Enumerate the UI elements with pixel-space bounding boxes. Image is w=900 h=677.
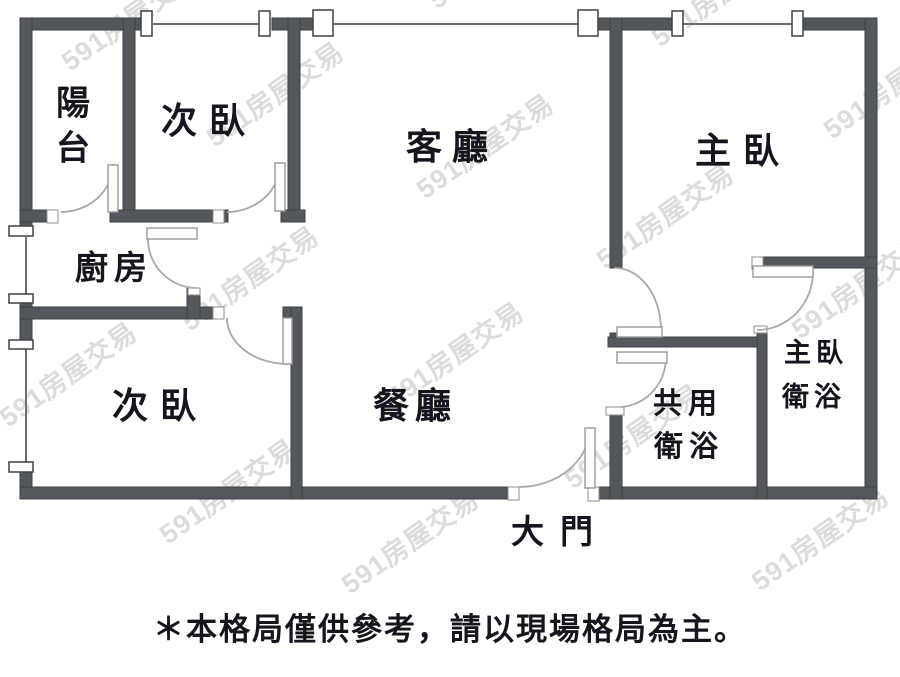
window-icon xyxy=(312,9,334,37)
room-label-shared-bathroom: 共用 xyxy=(653,387,723,420)
window-icon xyxy=(791,10,804,37)
master-bath-door-swing-arc xyxy=(756,271,814,331)
window-icon xyxy=(8,225,34,237)
window-icon xyxy=(8,293,34,304)
window-icon xyxy=(577,9,599,37)
wall-segment xyxy=(19,17,33,228)
wall-segment xyxy=(122,17,136,223)
main-entrance-door-leaf xyxy=(584,427,596,489)
window-icon xyxy=(671,10,684,37)
shared-bath-door-swing-arc xyxy=(620,357,667,408)
kitchen-door-swing-arc xyxy=(147,238,197,289)
bedroom-top-door-leaf xyxy=(274,162,286,212)
watermark-text: 591房屋交易 xyxy=(423,0,572,15)
room-label-bedroom-top: 次臥 xyxy=(161,101,257,141)
door-jamb xyxy=(46,209,59,224)
door-jamb xyxy=(187,287,201,296)
room-label-master-bedroom: 主臥 xyxy=(695,131,791,171)
window-icon xyxy=(140,10,153,37)
balcony-door-leaf xyxy=(107,164,119,213)
wall-segment xyxy=(109,209,229,223)
shared-bath-door-leaf xyxy=(616,351,668,364)
wall-segment xyxy=(756,329,768,500)
watermark-text: 591房屋交易 xyxy=(786,228,900,345)
wall-segment xyxy=(280,209,306,223)
room-label-balcony: 台 xyxy=(56,130,90,168)
wall-segment xyxy=(597,486,878,500)
door-jamb xyxy=(507,486,520,501)
door-jamb xyxy=(605,406,625,416)
kitchen-door-leaf xyxy=(146,227,198,240)
disclaimer-note: ＊本格局僅供參考，請以現場格局為主。 xyxy=(153,612,747,647)
window-icon xyxy=(8,461,34,473)
room-label-main-entrance: 大門 xyxy=(511,514,609,551)
wall-segment xyxy=(607,336,758,348)
window-icon xyxy=(8,339,34,350)
wall-segment xyxy=(290,306,303,500)
wall-segment xyxy=(609,17,623,269)
master-hall-door-swing-arc xyxy=(613,267,662,331)
room-label-shared-bathroom: 衛浴 xyxy=(653,430,724,463)
bedroom-bottom-door-swing-arc xyxy=(226,317,289,365)
bedroom-bottom-door-leaf xyxy=(282,317,293,365)
balcony-door-swing-arc xyxy=(60,163,114,213)
room-label-master-bathroom: 衛浴 xyxy=(781,381,846,412)
room-label-living-room: 客廳 xyxy=(406,126,498,167)
door-jamb xyxy=(212,306,225,320)
door-jamb xyxy=(587,486,600,502)
room-label-dining-room: 餐廳 xyxy=(373,385,457,426)
door-jamb xyxy=(212,209,225,224)
room-label-master-bathroom: 主臥 xyxy=(784,338,848,368)
watermark-text: 591房屋交易 xyxy=(818,28,900,145)
wall-segment xyxy=(287,17,301,223)
wall-segment xyxy=(19,486,514,500)
wall-segment xyxy=(609,407,623,500)
room-label-balcony: 陽 xyxy=(56,86,90,123)
watermark-text: 591房屋交易 xyxy=(336,483,485,600)
master-hall-door-leaf xyxy=(616,326,663,338)
room-label-bedroom-bottom: 次臥 xyxy=(112,386,208,426)
window-icon xyxy=(258,10,271,37)
master-bath-door-leaf xyxy=(752,265,814,278)
room-label-kitchen: 廚房 xyxy=(75,249,153,287)
bedroom-top-door-swing-arc xyxy=(226,163,281,213)
